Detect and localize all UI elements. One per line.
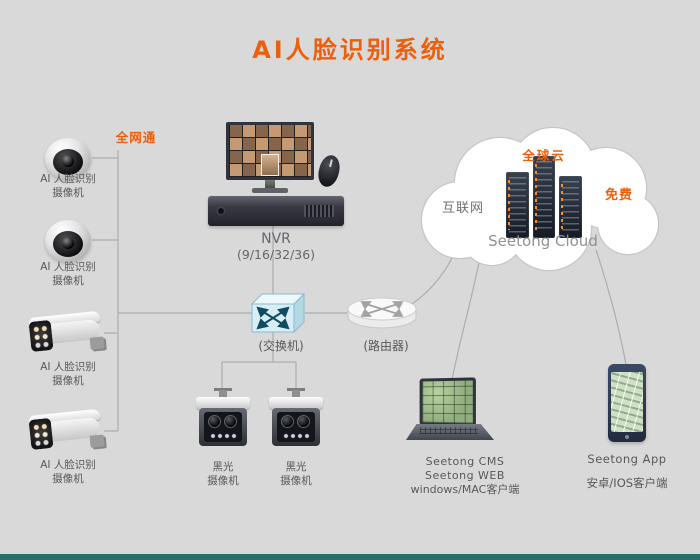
laptop-icon bbox=[406, 377, 496, 444]
camera-label-line2: 摄像机 bbox=[52, 375, 84, 388]
camera-lens bbox=[53, 148, 83, 175]
camera-label: AI 人脸识别 摄像机 bbox=[18, 172, 118, 200]
blacklight-camera-icon bbox=[196, 388, 250, 454]
camera-lens bbox=[297, 415, 310, 428]
monitor-base bbox=[252, 188, 288, 193]
nvr-channels: (9/16/32/36) bbox=[236, 247, 316, 262]
camera-label-line2: 摄像机 bbox=[52, 275, 84, 288]
camera-lens bbox=[53, 230, 83, 257]
camera-label: AI 人脸识别 摄像机 bbox=[18, 360, 118, 388]
camera-housing bbox=[272, 408, 320, 446]
camera-label: 黑光 摄像机 bbox=[246, 460, 346, 488]
switch-icon bbox=[250, 292, 306, 334]
camera-mount bbox=[287, 388, 305, 391]
camera-sunshield bbox=[269, 397, 323, 409]
camera-lens bbox=[28, 417, 54, 450]
camera-label-line1: AI 人脸识别 bbox=[40, 361, 96, 373]
laptop-keyboard bbox=[406, 424, 494, 440]
monitor-screen-face-grid bbox=[226, 122, 314, 180]
blacklight-camera-icon bbox=[269, 388, 323, 454]
switch-label: (交换机) bbox=[258, 339, 304, 353]
camera-lens bbox=[224, 415, 237, 428]
camera-mount bbox=[89, 336, 105, 350]
dome-camera-icon bbox=[45, 138, 91, 180]
camera-label: AI 人脸识别 摄像机 bbox=[18, 260, 118, 288]
camera-label: AI 人脸识别 摄像机 bbox=[18, 458, 118, 486]
dome-camera-icon bbox=[45, 220, 91, 262]
router-icon bbox=[347, 297, 417, 329]
camera-lens bbox=[208, 415, 221, 428]
free-label: 免费 bbox=[604, 188, 633, 203]
mouse-icon bbox=[315, 153, 343, 189]
monitor-icon bbox=[226, 122, 314, 200]
mobile-client-line1: Seetong App bbox=[587, 452, 667, 466]
laptop-screen bbox=[419, 377, 476, 427]
camera-label-line2: 摄像机 bbox=[52, 187, 84, 200]
camera-front-panel bbox=[204, 412, 242, 442]
camera-front-panel bbox=[277, 412, 315, 442]
page-title: AI人脸识别系统 bbox=[252, 36, 448, 64]
camera-housing bbox=[199, 408, 247, 446]
mobile-client-line2: 安卓/IOS客户端 bbox=[586, 476, 668, 490]
camera-label-line2: 摄像机 bbox=[280, 475, 312, 488]
router-label: (路由器) bbox=[363, 339, 409, 353]
server-rack-icon bbox=[506, 154, 583, 238]
camera-label-line1: 黑光 bbox=[285, 461, 307, 473]
network-badge: 全网通 bbox=[115, 130, 157, 145]
camera-label-line2: 摄像机 bbox=[52, 473, 84, 486]
footer-bar bbox=[0, 554, 700, 560]
server-tower bbox=[532, 156, 556, 238]
cloud-service-name: Seetong Cloud bbox=[488, 232, 598, 250]
pc-client-line1: Seetong CMS bbox=[425, 455, 505, 468]
pc-client-line3: windows/MAC客户端 bbox=[410, 483, 520, 496]
internet-label: 互联网 bbox=[441, 201, 484, 216]
server-tower bbox=[506, 172, 529, 238]
camera-lens bbox=[28, 319, 54, 352]
phone-screen bbox=[611, 372, 643, 432]
camera-label-line1: AI 人脸识别 bbox=[40, 173, 96, 185]
camera-mount bbox=[89, 434, 105, 448]
phone-icon bbox=[608, 364, 646, 442]
camera-label-line1: AI 人脸识别 bbox=[40, 459, 96, 471]
camera-mount-stem bbox=[219, 390, 227, 398]
camera-label-line2: 摄像机 bbox=[207, 475, 239, 488]
switch-crossover-arrows bbox=[256, 306, 290, 330]
monitor-stand bbox=[265, 180, 275, 188]
camera-mount bbox=[214, 388, 232, 391]
global-cloud-label: 全球云 bbox=[522, 148, 566, 163]
nvr-icon bbox=[208, 196, 344, 226]
router-crossover-arrows bbox=[360, 301, 404, 317]
camera-label: 黑光 摄像机 bbox=[173, 460, 273, 488]
nvr-name: NVR bbox=[261, 231, 291, 247]
bullet-camera-icon bbox=[28, 406, 110, 458]
bullet-camera-icon bbox=[28, 308, 110, 360]
camera-sunshield bbox=[196, 397, 250, 409]
server-tower bbox=[559, 176, 583, 238]
pc-client-line2: Seetong WEB bbox=[425, 469, 505, 482]
camera-label-line1: 黑光 bbox=[212, 461, 234, 473]
camera-lens bbox=[281, 415, 294, 428]
camera-label-line1: AI 人脸识别 bbox=[40, 261, 96, 273]
camera-mount-stem bbox=[292, 390, 300, 398]
